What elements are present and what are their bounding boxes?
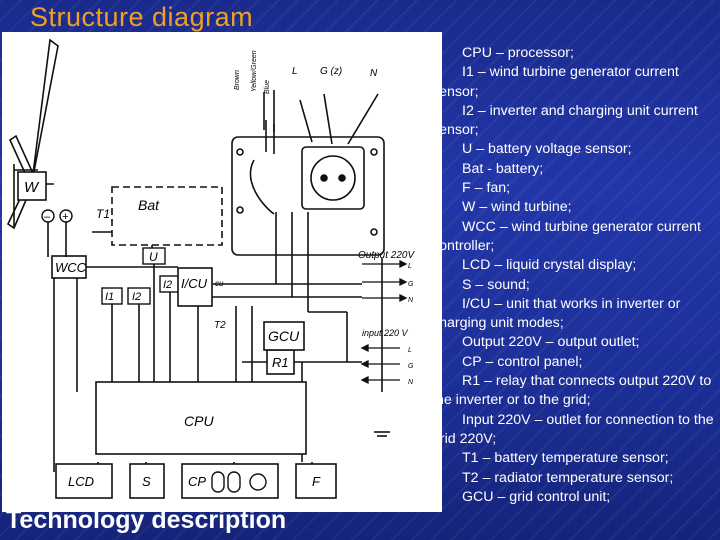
f-label: F [312, 474, 321, 489]
legend-item: Bat - battery; [462, 160, 544, 177]
legend-item: T2 – radiator temperature sensor; [462, 469, 674, 486]
out-b-label: G [408, 281, 414, 288]
wire-g-label: G (z) [320, 66, 342, 77]
i1-label: I1 [105, 291, 114, 303]
wcc-label: WCC [55, 260, 87, 275]
i2-top-label: I2 [163, 279, 172, 291]
legend-item: I1 – wind turbine generator current sens… [432, 64, 679, 100]
lcd-label: LCD [68, 474, 94, 489]
out-a-label: L [408, 263, 412, 270]
s-label: S [142, 474, 151, 489]
icu-label: I/CU [181, 276, 208, 291]
outlet-device-drawing [231, 90, 385, 256]
legend-item: Output 220V – output outlet; [462, 334, 640, 351]
legend-item: R1 – relay that connects output 220V to … [432, 373, 712, 409]
input-label: input 220 V [362, 328, 409, 338]
r1-label: R1 [272, 355, 289, 370]
in-c-label: N [408, 379, 414, 386]
legend-item: GCU – grid control unit; [462, 488, 611, 505]
u-label: U [149, 250, 158, 264]
svg-text:W: W [24, 179, 40, 196]
legend-item: LCD – liquid crystal display; [462, 257, 637, 274]
gcu-label: GCU [268, 328, 300, 344]
legend-item: CPU – processor; [462, 45, 574, 61]
icu-block [177, 267, 213, 307]
legend-item: WCC – wind turbine generator current con… [432, 218, 701, 254]
battery-block [111, 186, 223, 246]
slide-title: Structure diagram [30, 2, 254, 32]
blue-wire-label: Blue [264, 80, 271, 94]
w-block: W [17, 171, 47, 201]
legend-item: S – sound; [462, 276, 530, 293]
plus-label: + [62, 211, 69, 223]
gcu-block [263, 321, 305, 351]
cpu-label: CPU [184, 413, 214, 429]
brown-wire-label: Brown [234, 70, 241, 90]
cpu-block [95, 381, 307, 455]
f-block [295, 463, 337, 499]
legend-item: CP – control panel; [462, 353, 583, 370]
legend-item: I2 – inverter and charging unit current … [432, 102, 698, 139]
footer-title: Technology description [6, 506, 287, 534]
wire-n-label: N [370, 68, 378, 79]
in-b-label: G [408, 363, 414, 370]
t2-label: T2 [214, 320, 226, 331]
cp-label: CP [188, 474, 206, 489]
out-c-label: N [408, 297, 414, 304]
legend-item: I/CU – unit that works in inverter or ch… [432, 295, 681, 332]
output-label: Output 220V [358, 250, 415, 261]
minus-label: – [43, 211, 51, 223]
s-block [129, 463, 165, 499]
control-panel-knobs [211, 471, 267, 493]
legend-item: Input 220V – outlet for connection to th… [432, 411, 714, 447]
yellow-green-wire-label: Yellow/Green [251, 50, 258, 92]
legend-item: W – wind turbine; [462, 199, 572, 216]
lcd-block [55, 463, 113, 499]
i2-label: I2 [132, 291, 141, 303]
legend-list: CPU – processor; I1 – wind turbine gener… [432, 44, 720, 507]
output-arrows [360, 259, 408, 385]
structure-diagram: W – + Bat T1 U WCC I1 I2 I2 I/CU cu [2, 32, 442, 512]
t1-label: T1 [96, 207, 110, 221]
in-a-label: L [408, 347, 412, 354]
legend-item: T1 – battery temperature sensor; [462, 450, 669, 467]
legend-item: F – fan; [462, 180, 511, 197]
legend-item: U – battery voltage sensor; [462, 141, 632, 158]
battery-label: Bat [138, 197, 160, 213]
wire-l-label: L [292, 66, 298, 77]
